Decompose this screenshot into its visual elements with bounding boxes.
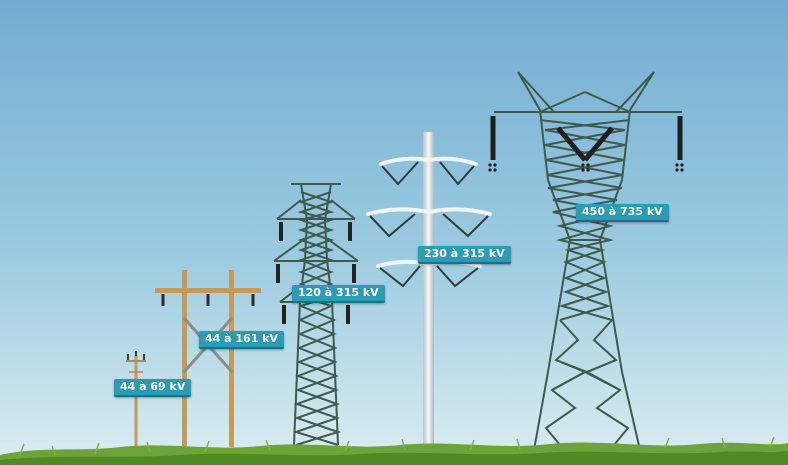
voltage-label-120-315kv: 120 à 315 kV bbox=[292, 285, 385, 303]
grass bbox=[0, 436, 788, 465]
voltage-label-450-735kv: 450 à 735 kV bbox=[576, 204, 669, 222]
tower-44-69kv bbox=[126, 351, 146, 447]
voltage-label-44-69kv: 44 à 69 kV bbox=[114, 379, 192, 397]
voltage-label-44-161kv: 44 à 161 kV bbox=[199, 331, 285, 349]
tower-230-315kv bbox=[366, 132, 492, 447]
voltage-label-230-315kv: 230 à 315 kV bbox=[418, 246, 511, 264]
tower-450-735kv bbox=[488, 71, 684, 451]
